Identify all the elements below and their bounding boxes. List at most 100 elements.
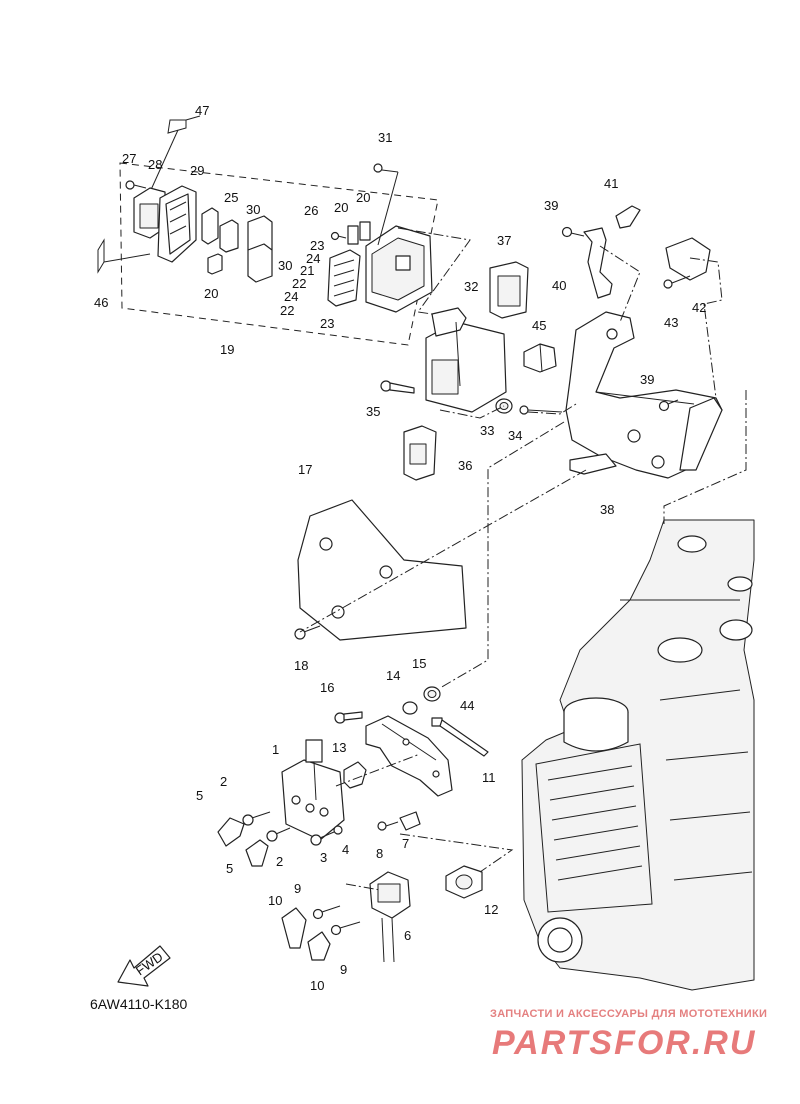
callout-41: 41 [604, 176, 618, 191]
part-39-screw-lower [658, 399, 679, 412]
callout-29: 29 [190, 163, 204, 178]
part-34-screw [519, 405, 563, 415]
callout-7: 7 [402, 836, 409, 851]
part-45-clip [523, 343, 557, 373]
callout-22-lower: 22 [280, 303, 294, 318]
callout-36: 36 [458, 458, 472, 473]
callout-labels: 47 27 28 29 25 30 26 20 20 31 23 24 21 2… [94, 103, 706, 993]
part-31-screw [373, 163, 399, 246]
callout-25: 25 [224, 190, 238, 205]
part-17-cover [297, 499, 467, 641]
callout-42: 42 [692, 300, 706, 315]
part-2-bolt-lower [266, 827, 291, 842]
part-35-bolt [380, 380, 415, 394]
callout-13: 13 [332, 740, 346, 755]
callout-16: 16 [320, 680, 334, 695]
callout-44: 44 [460, 698, 474, 713]
callout-3: 3 [320, 850, 327, 865]
part-5-hose-lower [245, 839, 269, 867]
part-8-bolt [377, 821, 399, 831]
callout-20-a: 20 [334, 200, 348, 215]
callout-47: 47 [195, 103, 209, 118]
part-10-hose-lower [307, 931, 331, 961]
callout-10-upper: 10 [268, 893, 282, 908]
main-mounting-bracket [565, 311, 723, 479]
drawing-code: 6AW4110-K180 [90, 996, 188, 1012]
callout-5-upper: 5 [196, 788, 203, 803]
part-44-cable-tie [431, 717, 489, 757]
part-30-relays [247, 215, 273, 283]
flag-46 [97, 238, 151, 274]
callout-34: 34 [508, 428, 522, 443]
callout-9-lower: 9 [340, 962, 347, 977]
callout-9-upper: 9 [294, 881, 301, 896]
part-3-bolt [310, 831, 335, 846]
callout-23-lower: 23 [320, 316, 334, 331]
callout-45: 45 [532, 318, 546, 333]
callout-21: 21 [300, 263, 314, 278]
callout-2-lower: 2 [276, 854, 283, 869]
callout-4: 4 [342, 842, 349, 857]
part-13-clip [343, 761, 367, 789]
callout-18: 18 [294, 658, 308, 673]
connection-lines [299, 227, 747, 891]
callout-35: 35 [366, 404, 380, 419]
callout-31: 31 [378, 130, 392, 145]
callout-11: 11 [482, 770, 496, 785]
part-6-sensor [369, 871, 411, 963]
part-43-screw [663, 275, 691, 289]
callout-1: 1 [272, 742, 279, 757]
watermark-logo: PARTSFOR.RU [492, 1024, 757, 1062]
part-10-hose-upper [281, 907, 307, 949]
engine-block-outline [521, 519, 755, 991]
part-5-hose-upper [217, 817, 245, 847]
part-1-sensor-block [281, 739, 345, 841]
callout-22-upper: 22 [292, 276, 306, 291]
part-9-bolt-lower [330, 921, 361, 936]
assembly-19-outline [119, 162, 439, 346]
callout-12: 12 [484, 902, 498, 917]
callout-26: 26 [304, 203, 318, 218]
callout-17: 17 [298, 462, 312, 477]
callout-15: 15 [412, 656, 426, 671]
callout-5-lower: 5 [226, 861, 233, 876]
part-25-relay [201, 207, 239, 275]
callout-20-c: 20 [204, 286, 218, 301]
callout-24-lower: 24 [284, 289, 298, 304]
callout-30-lower: 30 [278, 258, 292, 273]
part-42-bracket [665, 237, 711, 281]
callout-39-upper: 39 [544, 198, 558, 213]
callout-24-upper: 24 [306, 251, 320, 266]
callout-37: 37 [497, 233, 511, 248]
part-27-screw [125, 180, 147, 190]
callout-30-upper: 30 [246, 202, 260, 217]
callout-32: 32 [464, 279, 478, 294]
part-15-collar [423, 686, 441, 702]
flag-47 [149, 115, 201, 193]
watermark-tagline: ЗАПЧАСТИ И АКСЕССУАРЫ ДЛЯ МОТОТЕХНИКИ [490, 1008, 768, 1020]
part-28-bracket [133, 187, 166, 239]
callout-19: 19 [220, 342, 234, 357]
part-26-screw [330, 231, 347, 241]
callout-10-lower: 10 [310, 978, 324, 993]
callout-2-upper: 2 [220, 774, 227, 789]
part-14-grommet [402, 701, 418, 715]
callout-38: 38 [600, 502, 614, 517]
part-37-cover [489, 261, 529, 319]
part-29-module [157, 185, 197, 263]
callout-27: 27 [122, 151, 136, 166]
part-39-screw-upper [561, 226, 585, 238]
part-11-bracket [365, 715, 453, 797]
callout-43: 43 [664, 315, 678, 330]
part-38-pad [569, 453, 617, 475]
callout-33: 33 [480, 423, 494, 438]
part-18-bolt [294, 625, 321, 640]
callout-23-upper: 23 [310, 238, 324, 253]
callout-20-b: 20 [356, 190, 370, 205]
callout-40: 40 [552, 278, 566, 293]
part-12-clip [445, 865, 483, 899]
forward-direction-arrow [117, 945, 171, 987]
part-7-clamp [399, 811, 421, 831]
